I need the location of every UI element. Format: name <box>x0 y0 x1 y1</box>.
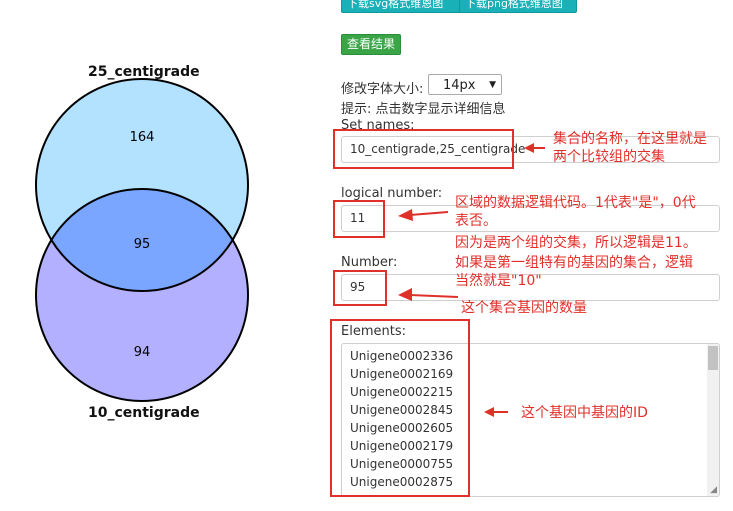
venn-set-top-label: 25_centigrade <box>88 64 200 80</box>
element-item: Unigene0002336 <box>350 349 454 363</box>
note-logical-line2: 表否。 <box>455 213 497 229</box>
venn-set-bottom-label: 10_centigrade <box>88 405 200 421</box>
logical-number-label: logical number: <box>341 186 443 201</box>
venn-count-overlap[interactable]: 95 <box>134 237 151 252</box>
highlight-elements <box>330 319 470 497</box>
venn-count-bottom-only[interactable]: 94 <box>134 345 151 360</box>
element-item: Unigene0002179 <box>350 439 454 453</box>
hint-text: 提示: 点击数字显示详细信息 <box>341 102 506 117</box>
element-item: Unigene0002169 <box>350 367 454 381</box>
venn-count-top-only[interactable]: 164 <box>130 130 155 145</box>
element-item: Unigene0002215 <box>350 385 454 399</box>
elements-label: Elements: <box>341 324 406 339</box>
note-elements: 这个基因中基因的ID <box>521 405 648 421</box>
note-set-names-line2: 两个比较组的交集 <box>553 149 665 165</box>
element-item: Unigene0002875 <box>350 475 454 489</box>
note-logical-line4: 如果是第一组特有的基因的集合，逻辑 <box>455 255 693 271</box>
arrow-logical-icon <box>409 211 449 216</box>
logical-number-input[interactable]: 11 <box>341 205 720 232</box>
highlight-set-names <box>333 129 514 169</box>
note-number: 这个集合基因的数量 <box>461 300 587 316</box>
font-size-label: 修改字体大小: <box>341 82 424 97</box>
chevron-down-icon: ▼ <box>489 80 496 90</box>
number-label: Number: <box>341 255 398 270</box>
note-set-names-line1: 集合的名称，在这里就是 <box>553 131 707 147</box>
scrollbar-thumb[interactable] <box>708 346 718 370</box>
note-logical-line3: 因为是两个组的交集，所以逻辑是11。 <box>455 235 697 251</box>
note-logical-line5: 当然就是"10" <box>455 273 542 289</box>
resize-grip-icon[interactable]: ◢ <box>710 485 717 495</box>
highlight-logical-number <box>333 200 385 238</box>
element-item: Unigene0002845 <box>350 403 454 417</box>
element-item: Unigene0002605 <box>350 421 454 435</box>
font-size-select[interactable]: 14px ▼ <box>428 74 502 95</box>
view-results-button[interactable]: 查看结果 <box>341 34 401 55</box>
highlight-number <box>333 270 387 306</box>
venn-overlap-region[interactable] <box>36 189 248 401</box>
elements-textarea[interactable]: Unigene0002336 Unigene0002169 Unigene000… <box>341 343 720 497</box>
elements-scrollbar[interactable] <box>707 344 719 496</box>
element-item: Unigene0000755 <box>350 457 454 471</box>
font-size-value: 14px <box>443 78 476 93</box>
venn-diagram: 164 95 94 <box>35 78 249 402</box>
note-logical-line1: 区域的数据逻辑代码。1代表"是"，0代 <box>455 195 696 211</box>
arrow-number-icon <box>409 294 459 298</box>
download-png-button[interactable]: 下载png格式维恩图 <box>459 0 577 13</box>
